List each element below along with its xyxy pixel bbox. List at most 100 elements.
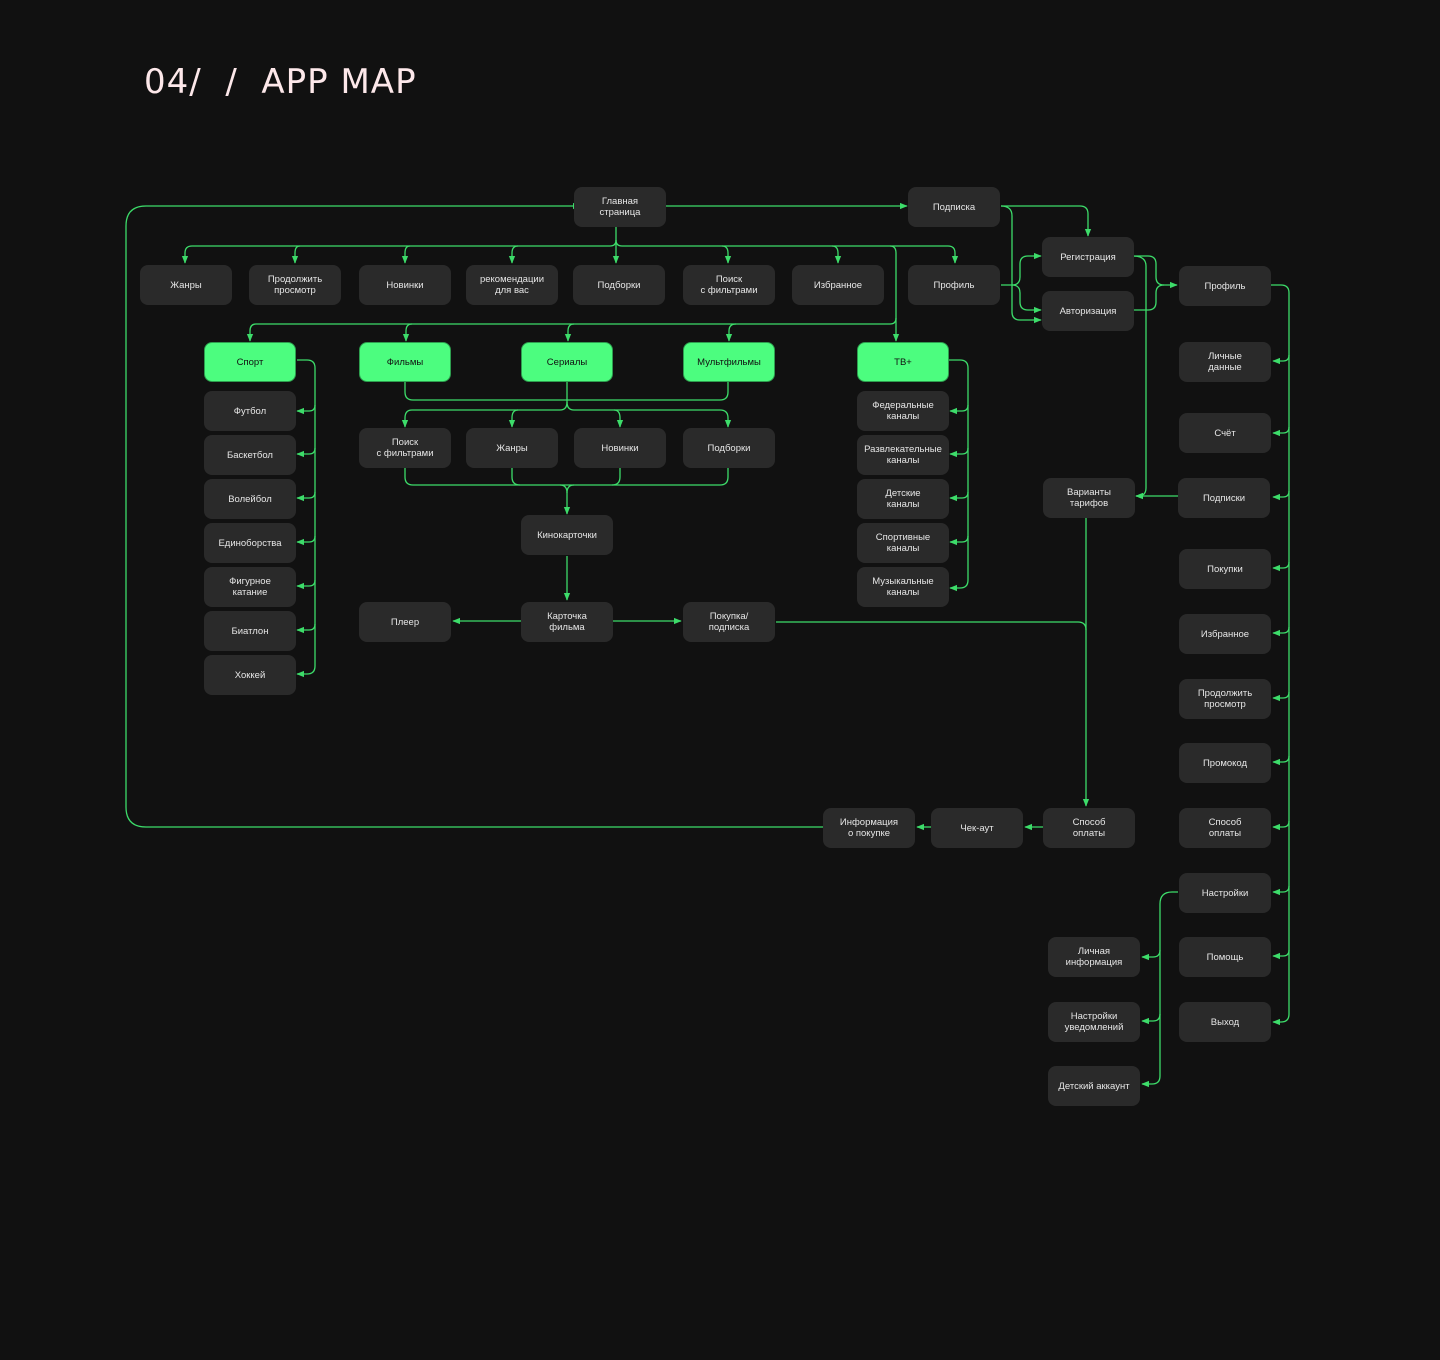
connector (1272, 885, 1290, 896)
connector (508, 245, 519, 264)
connector (949, 404, 969, 415)
node-sports-channels: Спортивные каналы (857, 523, 949, 563)
connector (296, 404, 316, 415)
node-entertainment-channels: Развлекательные каналы (857, 435, 949, 475)
node-favorites: Избранное (792, 265, 884, 305)
connector (559, 484, 571, 515)
connector (296, 447, 316, 458)
connector (889, 245, 900, 342)
connector (1141, 891, 1178, 1088)
connector (949, 535, 969, 546)
connector (776, 621, 1087, 631)
connector (1272, 820, 1290, 831)
connector (181, 226, 617, 264)
node-hockey: Хоккей (204, 655, 296, 695)
connector (1272, 691, 1290, 702)
node-help: Помощь (1179, 937, 1271, 977)
node-content-collections: Подборки (683, 428, 775, 468)
connector (1272, 490, 1290, 501)
connector (402, 323, 413, 342)
node-content-search: Поиск с фильтрами (359, 428, 451, 468)
node-authorization: Авторизация (1042, 291, 1134, 331)
node-notification-settings: Настройки уведомлений (1048, 1002, 1140, 1042)
node-player: Плеер (359, 602, 451, 642)
connector (831, 245, 842, 264)
node-cartoons: Мультфильмы (683, 342, 775, 382)
node-sport: Спорт (204, 342, 296, 382)
connector (1011, 284, 1042, 314)
node-logout: Выход (1179, 1002, 1271, 1042)
connector (615, 239, 959, 264)
node-registration: Регистрация (1042, 237, 1134, 277)
connector (725, 323, 737, 342)
connector (125, 202, 823, 828)
connector (1001, 252, 1042, 286)
node-tariffs: Варианты тарифов (1043, 478, 1135, 518)
node-promo-code: Промокод (1179, 743, 1271, 783)
connector (1272, 626, 1290, 637)
connector (1132, 255, 1147, 500)
node-genres: Жанры (140, 265, 232, 305)
connector (401, 381, 568, 428)
connector (508, 409, 519, 428)
node-recommendations: рекомендации для вас (466, 265, 558, 305)
node-figure-skating: Фигурное катание (204, 567, 296, 607)
node-payment-method: Способ оплаты (1043, 808, 1135, 848)
connector (246, 317, 897, 342)
node-films: Фильмы (359, 342, 451, 382)
node-purchases: Покупки (1179, 549, 1271, 589)
node-purchase: Покупка/ подписка (683, 602, 775, 642)
node-biathlon: Биатлон (204, 611, 296, 651)
node-continue-watching: Продолжить просмотр (249, 265, 341, 305)
node-kids-account: Детский аккаунт (1048, 1066, 1140, 1106)
node-personal-info: Личная информация (1048, 937, 1140, 977)
connector (949, 447, 969, 458)
node-profile-payment: Способ оплаты (1179, 808, 1271, 848)
connector (296, 535, 316, 546)
node-kids-channels: Детские каналы (857, 479, 949, 519)
node-profile-continue: Продолжить просмотр (1179, 679, 1271, 719)
connector (401, 245, 411, 264)
node-tv-plus: ТВ+ (857, 342, 949, 382)
connector (721, 245, 732, 264)
node-basketball: Баскетбол (204, 435, 296, 475)
page-title: 04/ / APP MAP (144, 62, 417, 102)
node-new: Новинки (359, 265, 451, 305)
connector (1000, 205, 1042, 324)
connector (511, 468, 521, 486)
connector (404, 468, 729, 486)
connector (296, 491, 316, 502)
node-profile: Профиль (1179, 266, 1271, 306)
connector (1133, 284, 1165, 311)
connector (1272, 561, 1290, 572)
node-purchase-info: Информация о покупке (823, 808, 915, 848)
node-music-channels: Музыкальные каналы (857, 567, 949, 607)
node-subscription: Подписка (908, 187, 1000, 227)
connector (1272, 755, 1290, 766)
node-martial-arts: Единоборства (204, 523, 296, 563)
node-profile-top: Профиль (908, 265, 1000, 305)
connector (613, 409, 624, 428)
connector (1141, 949, 1161, 961)
node-volleyball: Волейбол (204, 479, 296, 519)
node-home: Главная страница (574, 187, 666, 227)
connector (949, 359, 969, 592)
node-football: Футбол (204, 391, 296, 431)
connector (1133, 255, 1178, 289)
node-series: Сериалы (521, 342, 613, 382)
connector (949, 491, 969, 502)
connector (1272, 426, 1290, 437)
node-profile-favorites: Избранное (1179, 614, 1271, 654)
node-movie-cards: Кинокарточки (521, 515, 613, 555)
node-content-new: Новинки (574, 428, 666, 468)
connector (566, 484, 575, 494)
node-content-genres: Жанры (466, 428, 558, 468)
connector (296, 623, 316, 634)
connector (566, 401, 732, 428)
node-settings: Настройки (1179, 873, 1271, 913)
connector (1141, 1013, 1161, 1025)
connector (611, 468, 621, 486)
connector (1272, 949, 1290, 960)
node-federal-channels: Федеральные каналы (857, 391, 949, 431)
